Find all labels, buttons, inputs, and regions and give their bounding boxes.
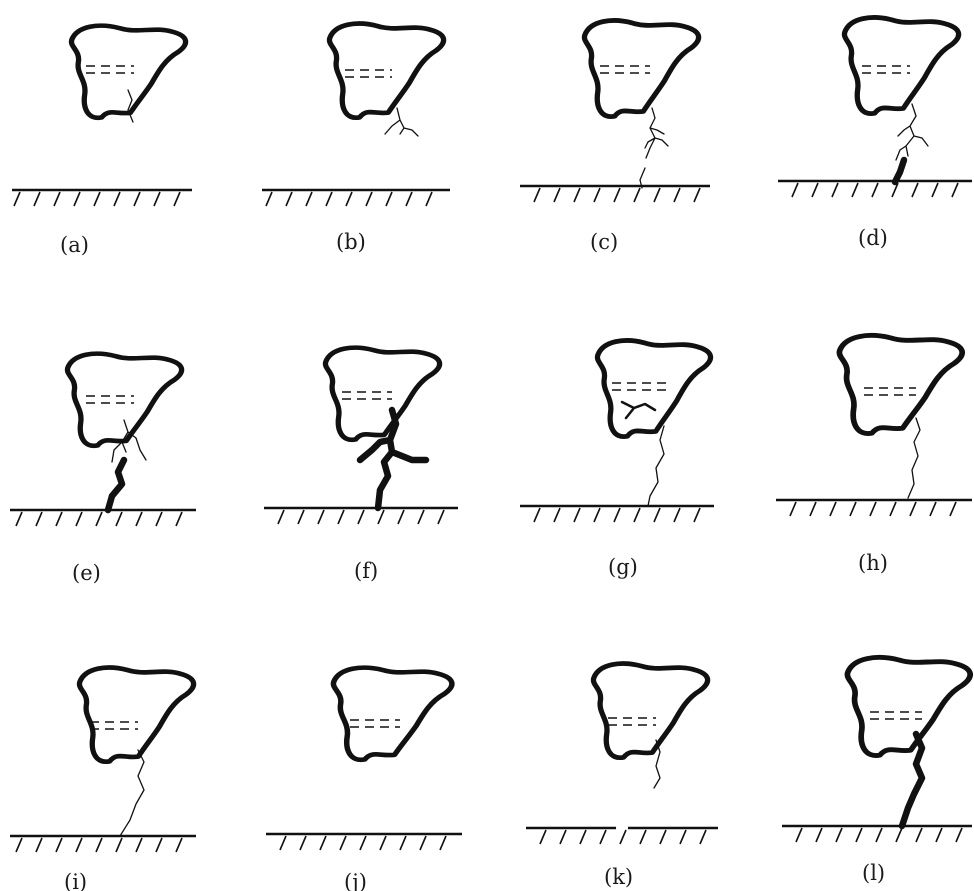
panel-label: (a) bbox=[60, 233, 89, 257]
ground-hatching bbox=[534, 188, 700, 202]
return-stroke bbox=[360, 410, 426, 508]
panel-b: (b) bbox=[262, 24, 450, 254]
panel-label: (k) bbox=[604, 865, 633, 889]
dart-leader bbox=[648, 426, 664, 506]
panel-label: (e) bbox=[72, 561, 101, 585]
panel-j: (j) bbox=[266, 668, 462, 891]
thundercloud bbox=[597, 340, 710, 436]
panel-e: (e) bbox=[10, 354, 196, 585]
panel-c: (c) bbox=[520, 20, 710, 254]
stepped-leader bbox=[645, 108, 668, 158]
panel-label: (g) bbox=[608, 555, 638, 579]
panel-k: (k) bbox=[526, 664, 718, 889]
ground-gap bbox=[616, 822, 628, 834]
panel-label: (l) bbox=[862, 861, 885, 885]
in-cloud-discharge bbox=[622, 402, 655, 418]
thundercloud bbox=[844, 17, 958, 113]
dart-leader bbox=[908, 418, 920, 498]
ground-hatching bbox=[792, 183, 958, 197]
panel-d: (d) bbox=[778, 17, 972, 250]
thundercloud bbox=[847, 657, 970, 755]
stepped-leader bbox=[896, 104, 928, 160]
panel-a: (a) bbox=[12, 26, 192, 257]
thundercloud bbox=[333, 668, 451, 760]
panel-label: (b) bbox=[336, 230, 366, 254]
dart-leader bbox=[120, 750, 144, 836]
thundercloud bbox=[67, 354, 181, 446]
panel-l: (l) bbox=[782, 657, 972, 885]
ground-hatching bbox=[266, 192, 432, 206]
thundercloud bbox=[839, 335, 962, 433]
ground-hatching bbox=[16, 838, 182, 852]
thundercloud bbox=[71, 26, 185, 118]
panel-label: (i) bbox=[64, 870, 87, 891]
panel-label: (j) bbox=[344, 870, 367, 891]
panel-label: (h) bbox=[858, 551, 888, 575]
ground-hatching bbox=[278, 510, 444, 524]
ground-hatching bbox=[280, 836, 446, 850]
ground-hatching bbox=[16, 512, 182, 526]
return-stroke bbox=[108, 460, 124, 510]
upward-streamer bbox=[895, 160, 904, 182]
panel-label: (d) bbox=[858, 226, 888, 250]
thundercloud bbox=[79, 668, 193, 762]
thundercloud bbox=[325, 348, 439, 440]
ground-hatching bbox=[14, 192, 180, 206]
panel-h: (h) bbox=[776, 335, 972, 575]
ground-hatching bbox=[534, 508, 700, 522]
panel-f: (f) bbox=[264, 348, 458, 583]
thundercloud bbox=[593, 664, 707, 758]
ground-hatching bbox=[790, 502, 956, 516]
panel-label: (f) bbox=[354, 559, 378, 583]
panel-i: (i) bbox=[10, 668, 196, 891]
thundercloud bbox=[584, 20, 698, 116]
panel-label: (c) bbox=[590, 230, 618, 254]
panel-g: (g) bbox=[520, 340, 714, 579]
ground-hatching bbox=[796, 828, 962, 842]
